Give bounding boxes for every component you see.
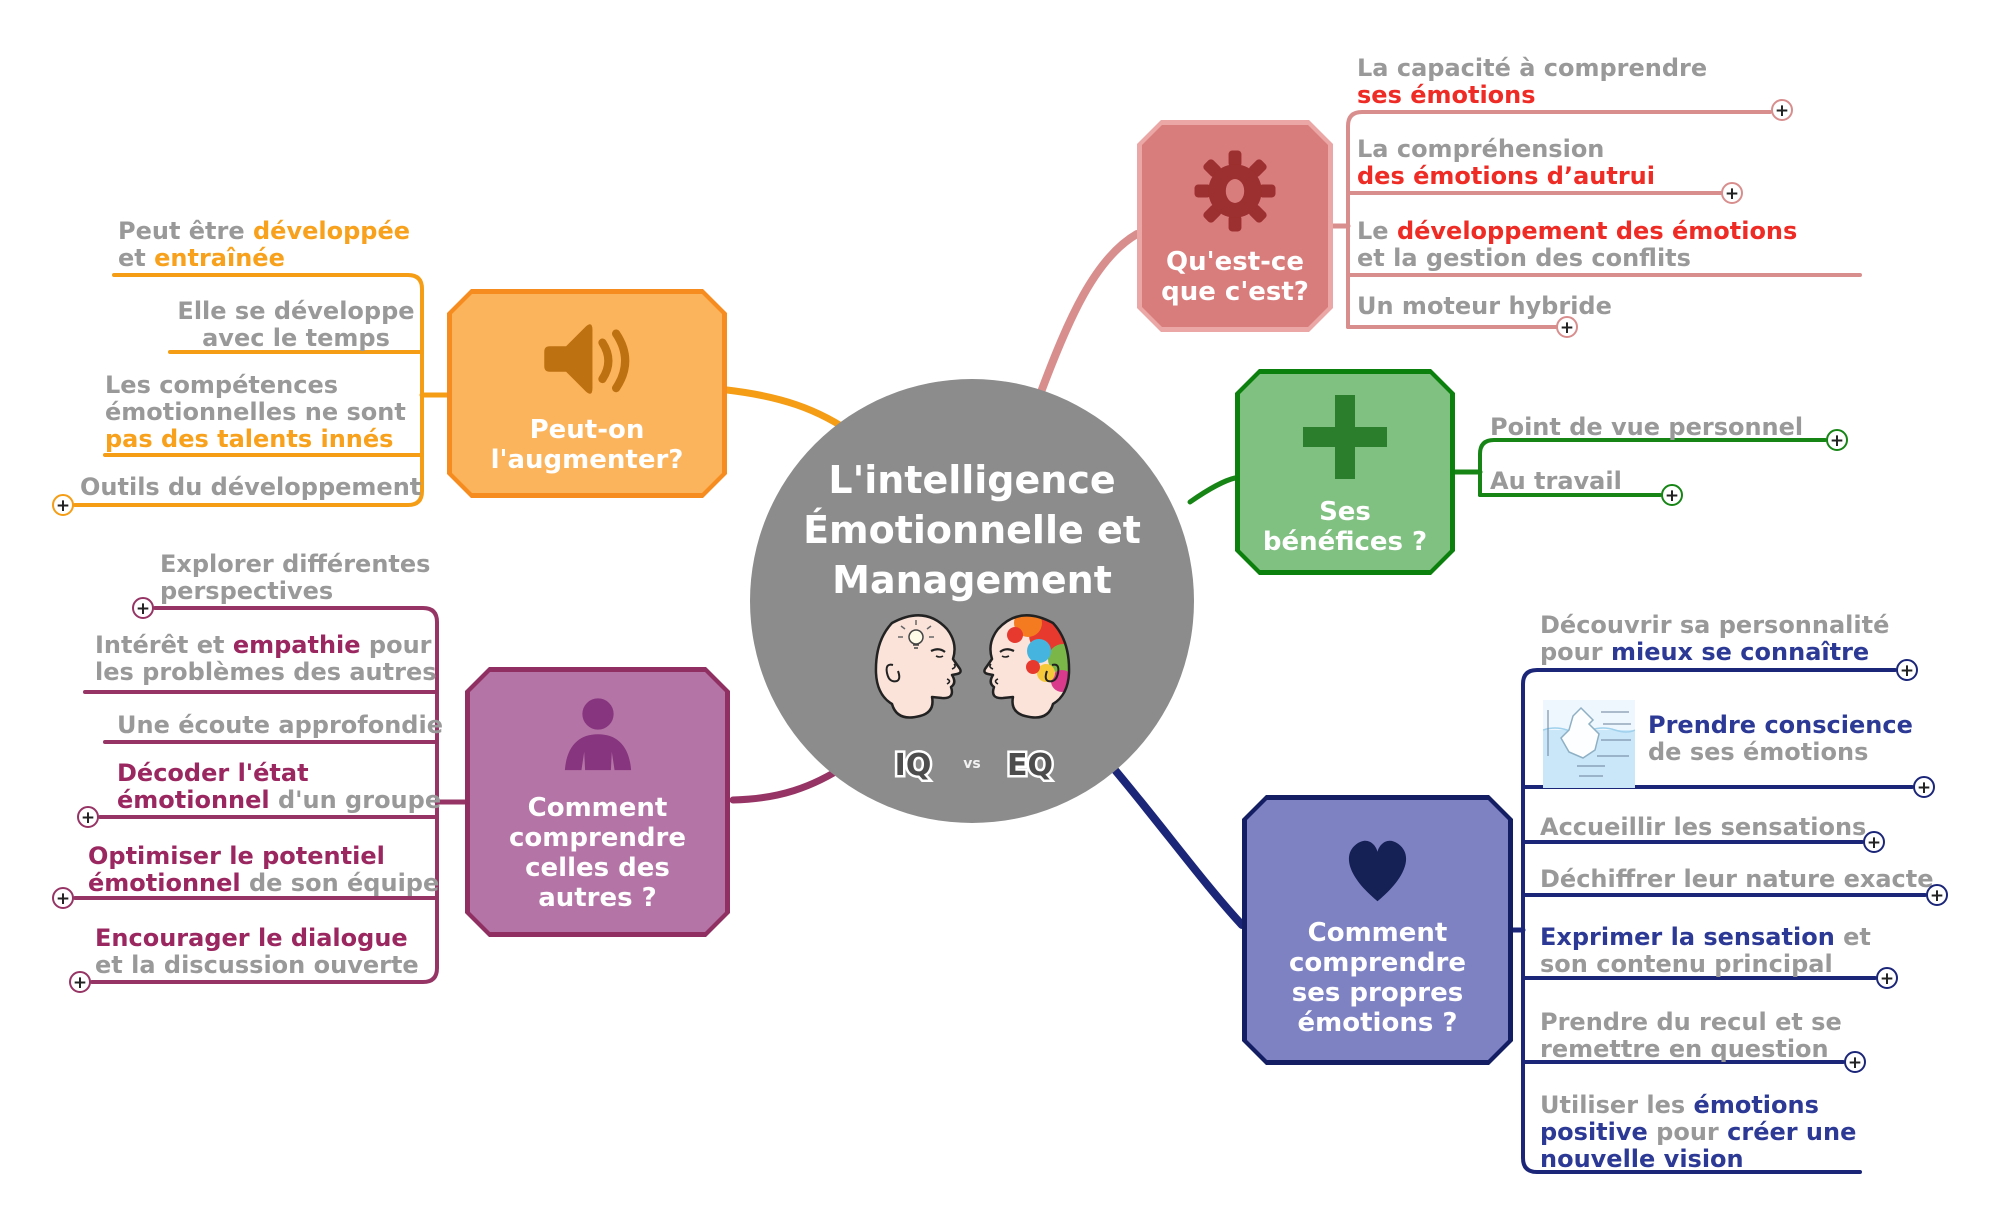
- expand-icon[interactable]: +: [1863, 831, 1885, 853]
- expand-icon[interactable]: +: [52, 494, 74, 516]
- node-label: Comment comprendre ses propres émotions …: [1288, 917, 1466, 1038]
- item-self-1[interactable]: Découvrir sa personnalité pour mieux se …: [1540, 611, 1890, 666]
- branch-curve: [1187, 475, 1238, 505]
- central-topic[interactable]: L'intelligence Émotionnelle et Managemen…: [750, 379, 1194, 823]
- item-augment-3[interactable]: Les compétences émotionnelles ne sont pa…: [105, 371, 406, 453]
- expand-icon[interactable]: +: [52, 887, 74, 909]
- iq-eq-illustration: IQ vs EQ: [874, 614, 1071, 782]
- item-augment-4[interactable]: Outils du développement: [80, 473, 422, 501]
- vs-label: vs: [963, 756, 980, 772]
- item-others-5[interactable]: Optimiser le potentiel émotionnel de son…: [88, 842, 440, 897]
- node-label: Comment comprendre celles des autres ?: [508, 793, 686, 913]
- item-what-1[interactable]: La capacité à comprendre ses émotions: [1357, 54, 1708, 109]
- item-benefits-2[interactable]: Au travail: [1490, 467, 1622, 495]
- plus-sign-icon: [1295, 387, 1395, 487]
- item-self-3[interactable]: Accueillir les sensations: [1540, 813, 1867, 841]
- item-benefits-1[interactable]: Point de vue personnel: [1490, 413, 1804, 441]
- item-augment-2[interactable]: Elle se développe avec le temps: [177, 297, 415, 352]
- expand-icon[interactable]: +: [1721, 182, 1743, 204]
- item-what-3[interactable]: Le développement des émotions et la gest…: [1357, 217, 1798, 273]
- node-others[interactable]: Comment comprendre celles des autres ?: [465, 667, 730, 937]
- branch-curve: [1037, 230, 1141, 396]
- iceberg-image[interactable]: [1543, 700, 1635, 788]
- item-others-4[interactable]: Décoder l'état émotionnel d'un groupe: [117, 759, 442, 814]
- speaker-icon: [537, 313, 637, 405]
- iq-head: [874, 614, 962, 719]
- expand-icon[interactable]: +: [1826, 429, 1848, 451]
- heart-icon: [1330, 823, 1425, 908]
- expand-icon[interactable]: +: [1771, 99, 1793, 121]
- branch-others-lines: [73, 606, 852, 984]
- node-augment[interactable]: Peut-on l'augmenter?: [447, 289, 727, 498]
- item-self-5[interactable]: Exprimer la sensation et son contenu pri…: [1540, 923, 1871, 978]
- expand-icon[interactable]: +: [1876, 967, 1898, 989]
- item-self-6[interactable]: Prendre du recul et se remettre en quest…: [1540, 1008, 1842, 1063]
- item-others-6[interactable]: Encourager le dialogue et la discussion …: [95, 924, 419, 980]
- expand-icon[interactable]: +: [69, 971, 91, 993]
- node-label: Ses bénéfices ?: [1262, 497, 1428, 557]
- gear-icon: [1189, 145, 1281, 237]
- branch-curve: [1111, 766, 1246, 929]
- expand-icon[interactable]: +: [132, 597, 154, 619]
- iq-label: IQ: [895, 748, 932, 782]
- branch-benefits-lines: [1187, 438, 1827, 505]
- expand-icon[interactable]: +: [1661, 484, 1683, 506]
- expand-icon[interactable]: +: [1844, 1051, 1866, 1073]
- item-augment-1[interactable]: Peut être développée et entraînée: [118, 217, 411, 273]
- branch-what-lines: [1037, 110, 1862, 396]
- central-title: L'intelligence Émotionnelle et Managemen…: [803, 458, 1141, 602]
- lightbulb-icon: [898, 620, 934, 649]
- item-what-4[interactable]: Un moteur hybride: [1357, 292, 1612, 320]
- expand-icon[interactable]: +: [77, 806, 99, 828]
- expand-icon[interactable]: +: [1913, 776, 1935, 798]
- node-benefits[interactable]: Ses bénéfices ?: [1235, 369, 1455, 575]
- eq-head: [983, 614, 1071, 719]
- item-self-4[interactable]: Déchiffrer leur nature exacte: [1540, 865, 1934, 893]
- expand-icon[interactable]: +: [1556, 316, 1578, 338]
- node-self[interactable]: Comment comprendre ses propres émotions …: [1242, 795, 1513, 1065]
- expand-icon[interactable]: +: [1926, 884, 1948, 906]
- node-label: Peut-on l'augmenter?: [490, 414, 684, 475]
- item-self-2[interactable]: Prendre conscience de ses émotions: [1648, 711, 1913, 767]
- eq-label: EQ: [1007, 748, 1053, 782]
- node-label: Qu'est-ce que c'est?: [1161, 247, 1309, 307]
- item-others-3[interactable]: Une écoute approfondie: [117, 711, 443, 739]
- node-what[interactable]: Qu'est-ce que c'est?: [1137, 120, 1333, 332]
- person-icon: [549, 691, 647, 783]
- item-self-7[interactable]: Utiliser les émotions positive pour crée…: [1540, 1091, 1857, 1173]
- item-others-2[interactable]: Intérêt et empathie pour les problèmes d…: [95, 631, 437, 686]
- item-what-2[interactable]: La compréhension des émotions d’autrui: [1357, 135, 1655, 190]
- expand-icon[interactable]: +: [1896, 659, 1918, 681]
- item-others-1[interactable]: Explorer différentes perspectives: [160, 550, 431, 605]
